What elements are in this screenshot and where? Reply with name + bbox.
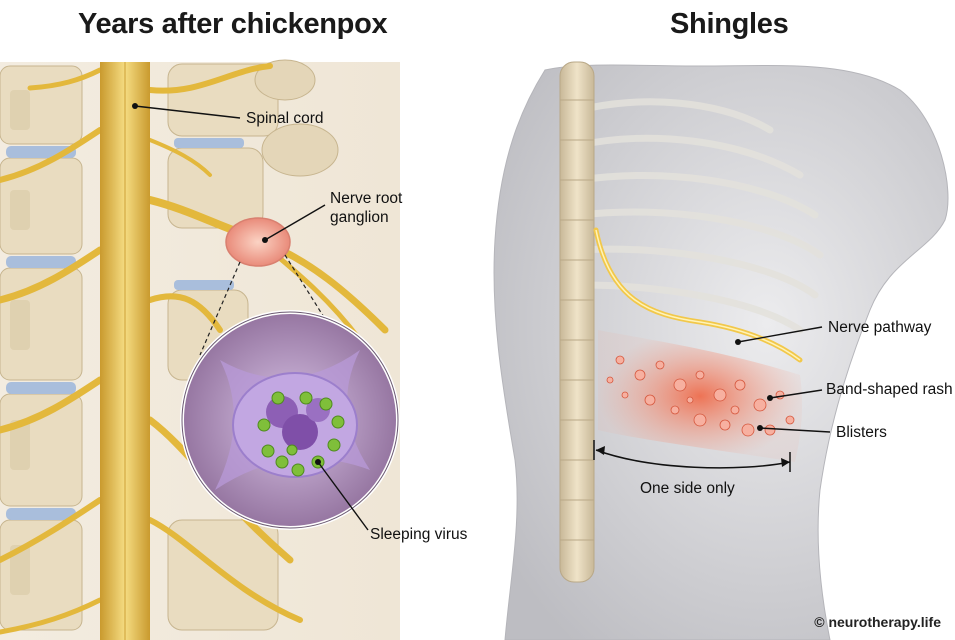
spine-column [559,61,595,583]
vertebrae-left [0,65,83,631]
label-ganglion-line1: Nerve root [330,190,403,207]
ribs [576,98,824,334]
magnified-cell [180,310,400,530]
nerve-root-ganglion [225,217,291,267]
right-panel-title: Shingles [670,8,789,40]
credit-text: © neurotherapy.life [814,614,941,630]
label-ganglion-line2: ganglion [330,209,389,226]
label-spinal-cord: Spinal cord [246,110,324,127]
left-panel-title: Years after chickenpox [78,8,388,40]
label-blisters: Blisters [836,424,887,441]
label-sleeping-virus: Sleeping virus [370,526,468,543]
spine-panel [0,59,400,640]
label-band-rash: Band-shaped rash [826,381,953,398]
sleeping-virus-particles [257,391,345,477]
blisters [606,355,795,437]
torso-panel [493,61,949,640]
label-nerve-pathway: Nerve pathway [828,319,932,336]
one-side-arrow [595,449,791,469]
label-one-side: One side only [640,480,735,497]
